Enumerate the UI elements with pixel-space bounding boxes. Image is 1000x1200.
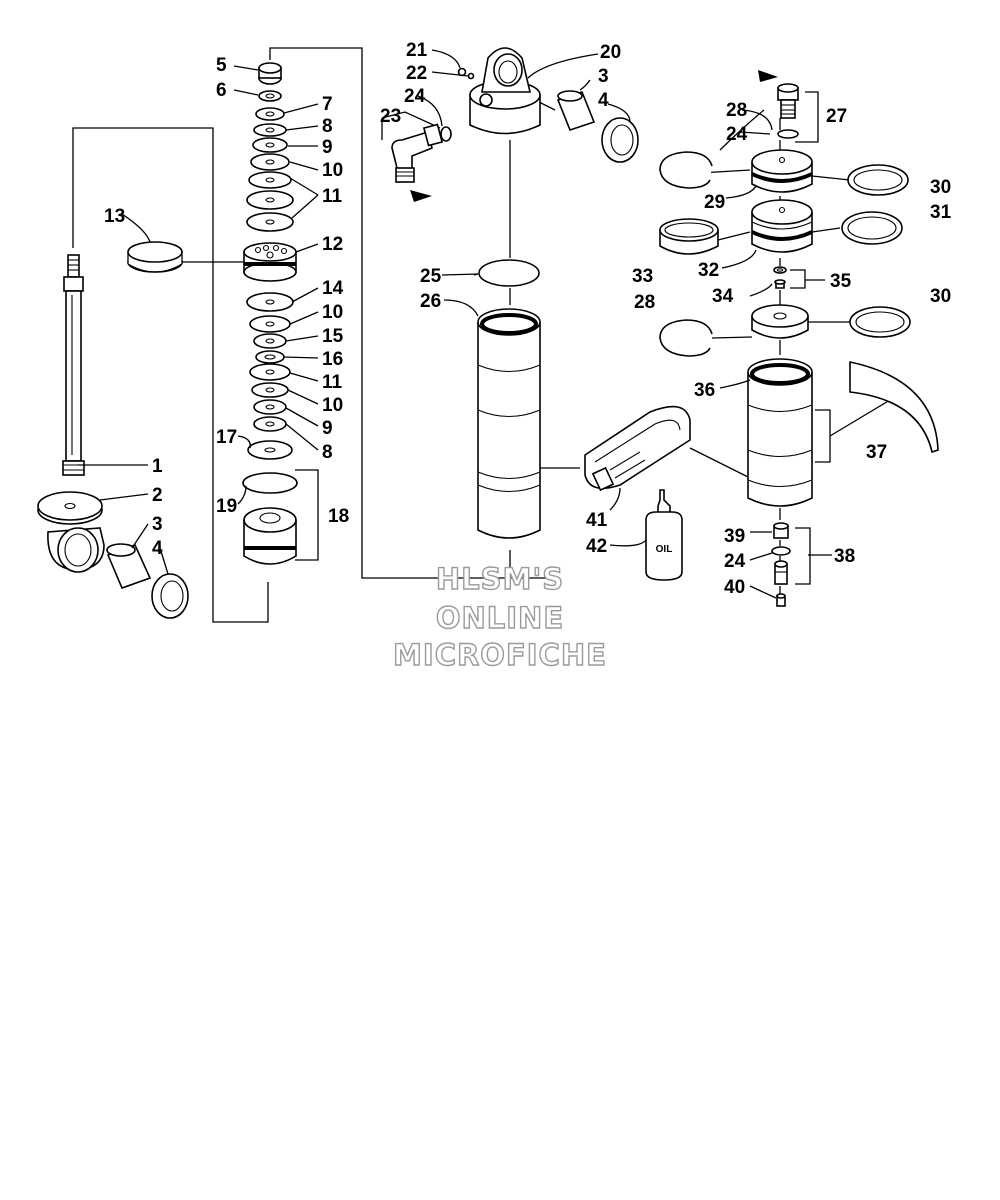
oil-label: OIL: [656, 544, 673, 555]
callout-16: 16: [322, 349, 343, 370]
reservoir-part-36: [747, 358, 813, 507]
callout-13: 13: [104, 206, 125, 227]
callout-32: 32: [698, 260, 719, 281]
callout-12: 12: [322, 234, 343, 255]
callout-labels: 1 2 3 4 5 6 7 8 9 10 11 12 13 14 10 15 1…: [104, 40, 952, 598]
hose-clamp-part-41: [584, 405, 691, 492]
callout-40: 40: [724, 577, 745, 598]
oring-part-30-upper: [847, 164, 909, 196]
callout-19: 19: [216, 496, 237, 517]
washer-part-4-center: [601, 117, 639, 163]
snap-ring-part-28-upper: [659, 151, 713, 189]
callout-42: 42: [586, 536, 607, 557]
callout-8: 8: [322, 116, 333, 137]
band-part-33: [659, 218, 719, 255]
direction-arrow-right: [758, 70, 778, 82]
callout-2: 2: [152, 485, 163, 506]
callout-35: 35: [830, 271, 852, 292]
callout-11: 11: [322, 186, 343, 207]
screw-parts-35: [773, 266, 787, 289]
callout-30b: 30: [930, 286, 951, 307]
callout-21: 21: [406, 40, 428, 61]
callout-23: 23: [380, 106, 401, 127]
heat-shield-part-37: [849, 361, 939, 454]
callout-25: 25: [420, 266, 442, 287]
callout-5: 5: [216, 55, 227, 76]
valve-parts-38: [771, 522, 791, 607]
callout-7: 7: [322, 94, 333, 115]
valve-stack: [242, 62, 298, 565]
callout-17: 17: [216, 427, 237, 448]
callout-18: 18: [328, 506, 349, 527]
wear-band-part-13: [127, 241, 183, 273]
callout-31: 31: [930, 202, 952, 223]
callout-28a: 28: [726, 100, 747, 121]
callout-24b: 24: [726, 124, 748, 145]
watermark-line-3: MICROFICHE: [393, 638, 607, 672]
callout-38: 38: [834, 546, 855, 567]
oil-bottle-part-42: OIL: [645, 489, 683, 581]
callout-30a: 30: [930, 177, 951, 198]
snap-ring-part-28-lower: [659, 319, 713, 357]
callout-4b: 4: [598, 90, 609, 111]
callout-20: 20: [600, 42, 621, 63]
callout-27: 27: [826, 106, 847, 127]
callout-3b: 3: [598, 66, 609, 87]
callout-6: 6: [216, 80, 227, 101]
callout-1: 1: [152, 456, 163, 477]
cylinder-part-26: [477, 308, 541, 539]
direction-arrow-left: [410, 190, 432, 202]
callout-39: 39: [724, 526, 745, 547]
callout-26: 26: [420, 291, 441, 312]
callout-9b: 9: [322, 418, 333, 439]
oring-part-30-lower: [849, 306, 911, 338]
valve-part-27: [777, 83, 799, 139]
callout-33: 33: [632, 266, 653, 287]
washer-part-4-left: [151, 573, 189, 619]
eyelet-part-2: [37, 491, 105, 573]
oring-part-25: [478, 259, 540, 287]
callout-3: 3: [152, 514, 163, 535]
piston-part-34: [751, 304, 809, 339]
callout-28b: 28: [634, 292, 655, 313]
shock-head-part-20: [469, 47, 541, 135]
callout-9: 9: [322, 137, 333, 158]
piston-part-29: [751, 149, 813, 193]
fitting-parts-21-22: [457, 67, 475, 80]
callout-29: 29: [704, 192, 725, 213]
watermark: HLSM'S ONLINE MICROFICHE: [392, 561, 607, 672]
callout-36: 36: [694, 380, 715, 401]
callout-10: 10: [322, 160, 343, 181]
callout-41: 41: [586, 510, 608, 531]
callout-37: 37: [866, 442, 887, 463]
watermark-line-1: HLSM'S: [436, 562, 564, 596]
watermark-line-2: ONLINE: [436, 601, 564, 635]
callout-15: 15: [322, 326, 344, 347]
callout-24a: 24: [404, 86, 426, 107]
bushing-part-3-left: [106, 543, 152, 590]
callout-8b: 8: [322, 442, 333, 463]
elbow-fitting-part-23: [391, 123, 452, 183]
piston-part-32: [751, 199, 813, 253]
leader-lines: [78, 49, 832, 599]
callout-14: 14: [322, 278, 344, 299]
callout-4: 4: [152, 538, 163, 559]
callout-11b: 11: [322, 372, 343, 393]
callout-22: 22: [406, 63, 427, 84]
callout-10b: 10: [322, 302, 343, 323]
callout-24c: 24: [724, 551, 746, 572]
callout-34: 34: [712, 286, 734, 307]
oring-part-31: [841, 211, 903, 245]
shaft-part-1: [62, 254, 85, 476]
callout-10c: 10: [322, 395, 343, 416]
bushing-part-3-center: [556, 90, 596, 131]
